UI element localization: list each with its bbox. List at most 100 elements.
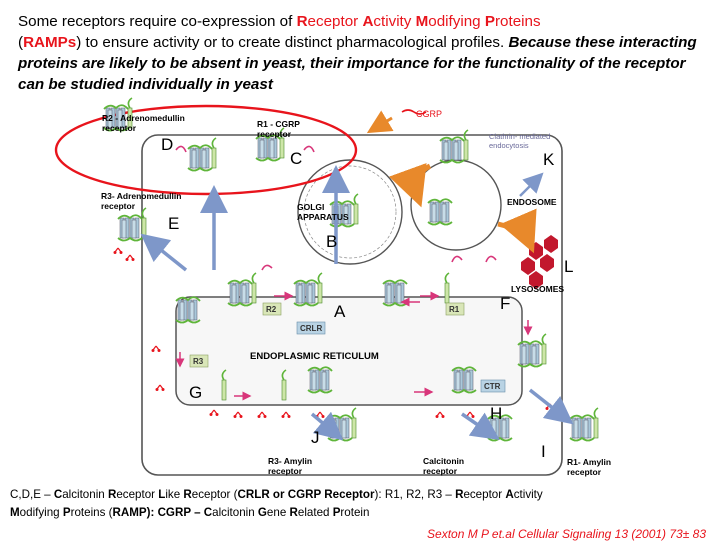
- label-lysosomes: LYSOSOMES: [511, 284, 564, 294]
- recycling-arrow: [519, 172, 544, 197]
- footer-part: ene: [266, 506, 290, 519]
- ramp-a2: [317, 272, 323, 304]
- receptor-g: [307, 366, 333, 394]
- footer-letter: R: [289, 506, 298, 519]
- footer-part: rotein: [340, 506, 370, 519]
- footer-letter: R: [107, 488, 117, 501]
- glycosylation-mark: [154, 384, 166, 392]
- footer-part: alcitonin: [212, 506, 258, 519]
- intro-emphasis: Because these interacting proteins are l…: [18, 34, 697, 93]
- ramp-f: [444, 272, 450, 304]
- label-cgrp: CGRP: [416, 109, 442, 119]
- glycosylation-mark: [232, 411, 244, 419]
- panel-letter-e: E: [168, 214, 179, 233]
- panel-letter-j: J: [311, 428, 320, 447]
- ramp-i-top: [541, 333, 547, 365]
- glycosylation-mark: [124, 254, 136, 262]
- glycosylation-mark: [280, 411, 292, 419]
- footer-letter: C: [53, 488, 63, 501]
- receptor-k: [439, 136, 465, 164]
- panel-letter-a: A: [334, 302, 346, 321]
- ramp-a1: [251, 272, 257, 304]
- glycosylation-mark: [208, 409, 220, 417]
- peptide-squiggle: [303, 145, 315, 153]
- receptor-e: [117, 214, 143, 242]
- cgrp-arrow: [366, 110, 394, 134]
- intro-letter: A: [362, 13, 374, 30]
- receptor-j: [327, 414, 353, 442]
- peptide-squiggle: [451, 255, 463, 263]
- panel-letter-d: D: [161, 135, 173, 154]
- endosome: [410, 159, 502, 251]
- tag-ctr-box: [480, 379, 506, 393]
- footer-part: alcitonin: [62, 488, 108, 501]
- footer-part: ): R1, R2, R3 –: [374, 488, 456, 501]
- label-endosome: ENDOSOME: [507, 197, 557, 207]
- footer-letter: G: [257, 506, 267, 519]
- tag-r2: R2: [266, 305, 277, 314]
- receptor-h: [451, 366, 477, 394]
- ramp-golgi: [353, 193, 359, 225]
- footer-ramp-term: RAMP): CGRP –: [112, 506, 204, 519]
- tag-ctr: CTR: [484, 382, 501, 391]
- peptide-squiggle: [485, 255, 497, 263]
- lysosome-arrow: [497, 208, 537, 254]
- golgi-apparatus: [297, 159, 403, 265]
- tag-r1-box: [445, 302, 465, 316]
- traffic-arrow: [528, 388, 574, 425]
- glycosylation-mark: [112, 247, 124, 255]
- glycosylation-mark: [434, 411, 446, 419]
- intro-letter: M: [415, 13, 429, 30]
- ramps-term: RAMPs: [23, 34, 77, 51]
- footer-letter: P: [332, 506, 341, 519]
- footer-letter: M: [10, 506, 20, 519]
- panel-letter-i: I: [541, 442, 546, 461]
- cgrp-peptide: [401, 109, 427, 115]
- footer-legend: C,D,E – Calcitonin Receptor Like Recepto…: [10, 486, 710, 522]
- panel-letter-c: C: [290, 149, 302, 168]
- footer-part: odifying: [19, 506, 63, 519]
- tag-r2-box: [262, 302, 282, 316]
- footer-part: eceptor: [116, 488, 159, 501]
- footer-letter: P: [62, 506, 71, 519]
- ramp-e: [141, 207, 147, 239]
- receptor-c: [255, 134, 281, 162]
- traffic-arrow: [140, 233, 188, 272]
- label-endoplasmic-reticulum: ENDOPLASMIC RETICULUM: [250, 351, 379, 362]
- intro-part: (: [18, 34, 24, 51]
- panel-letter-b: B: [326, 232, 337, 251]
- footer-letter: R: [183, 488, 192, 501]
- receptor-a1: [227, 279, 253, 307]
- footer-letter: A: [505, 488, 514, 501]
- footer-part: eceptor (: [191, 488, 238, 501]
- footer-part: ike: [165, 488, 184, 501]
- intro-part: odifying: [428, 13, 485, 30]
- footer-letter: C: [203, 506, 213, 519]
- intro-part: eceptor: [307, 13, 363, 30]
- glycosylation-mark: [256, 411, 268, 419]
- footer-part: C,D,E –: [10, 488, 54, 501]
- plasma-membrane: [141, 134, 563, 476]
- intro-letter: P: [484, 13, 495, 30]
- citation: Sexton M P et.al Cellular Signaling 13 (…: [427, 527, 706, 541]
- traffic-arrow: [310, 411, 344, 441]
- panel-letter-h: H: [490, 404, 502, 423]
- intro-part: ctivity: [373, 13, 416, 30]
- golgi-inner: [303, 165, 397, 259]
- panel-letter-k: K: [543, 150, 555, 169]
- lysosome-cluster: [521, 235, 558, 289]
- receptor-i-top: [517, 340, 543, 368]
- panel-letter-g: G: [189, 383, 202, 402]
- footer-part: roteins (: [70, 506, 113, 519]
- footer-letter: R: [455, 488, 464, 501]
- intro-part: roteins: [494, 13, 541, 30]
- intro-text: Some receptors require co-expression of …: [18, 11, 708, 95]
- footer-part: eceptor: [463, 488, 506, 501]
